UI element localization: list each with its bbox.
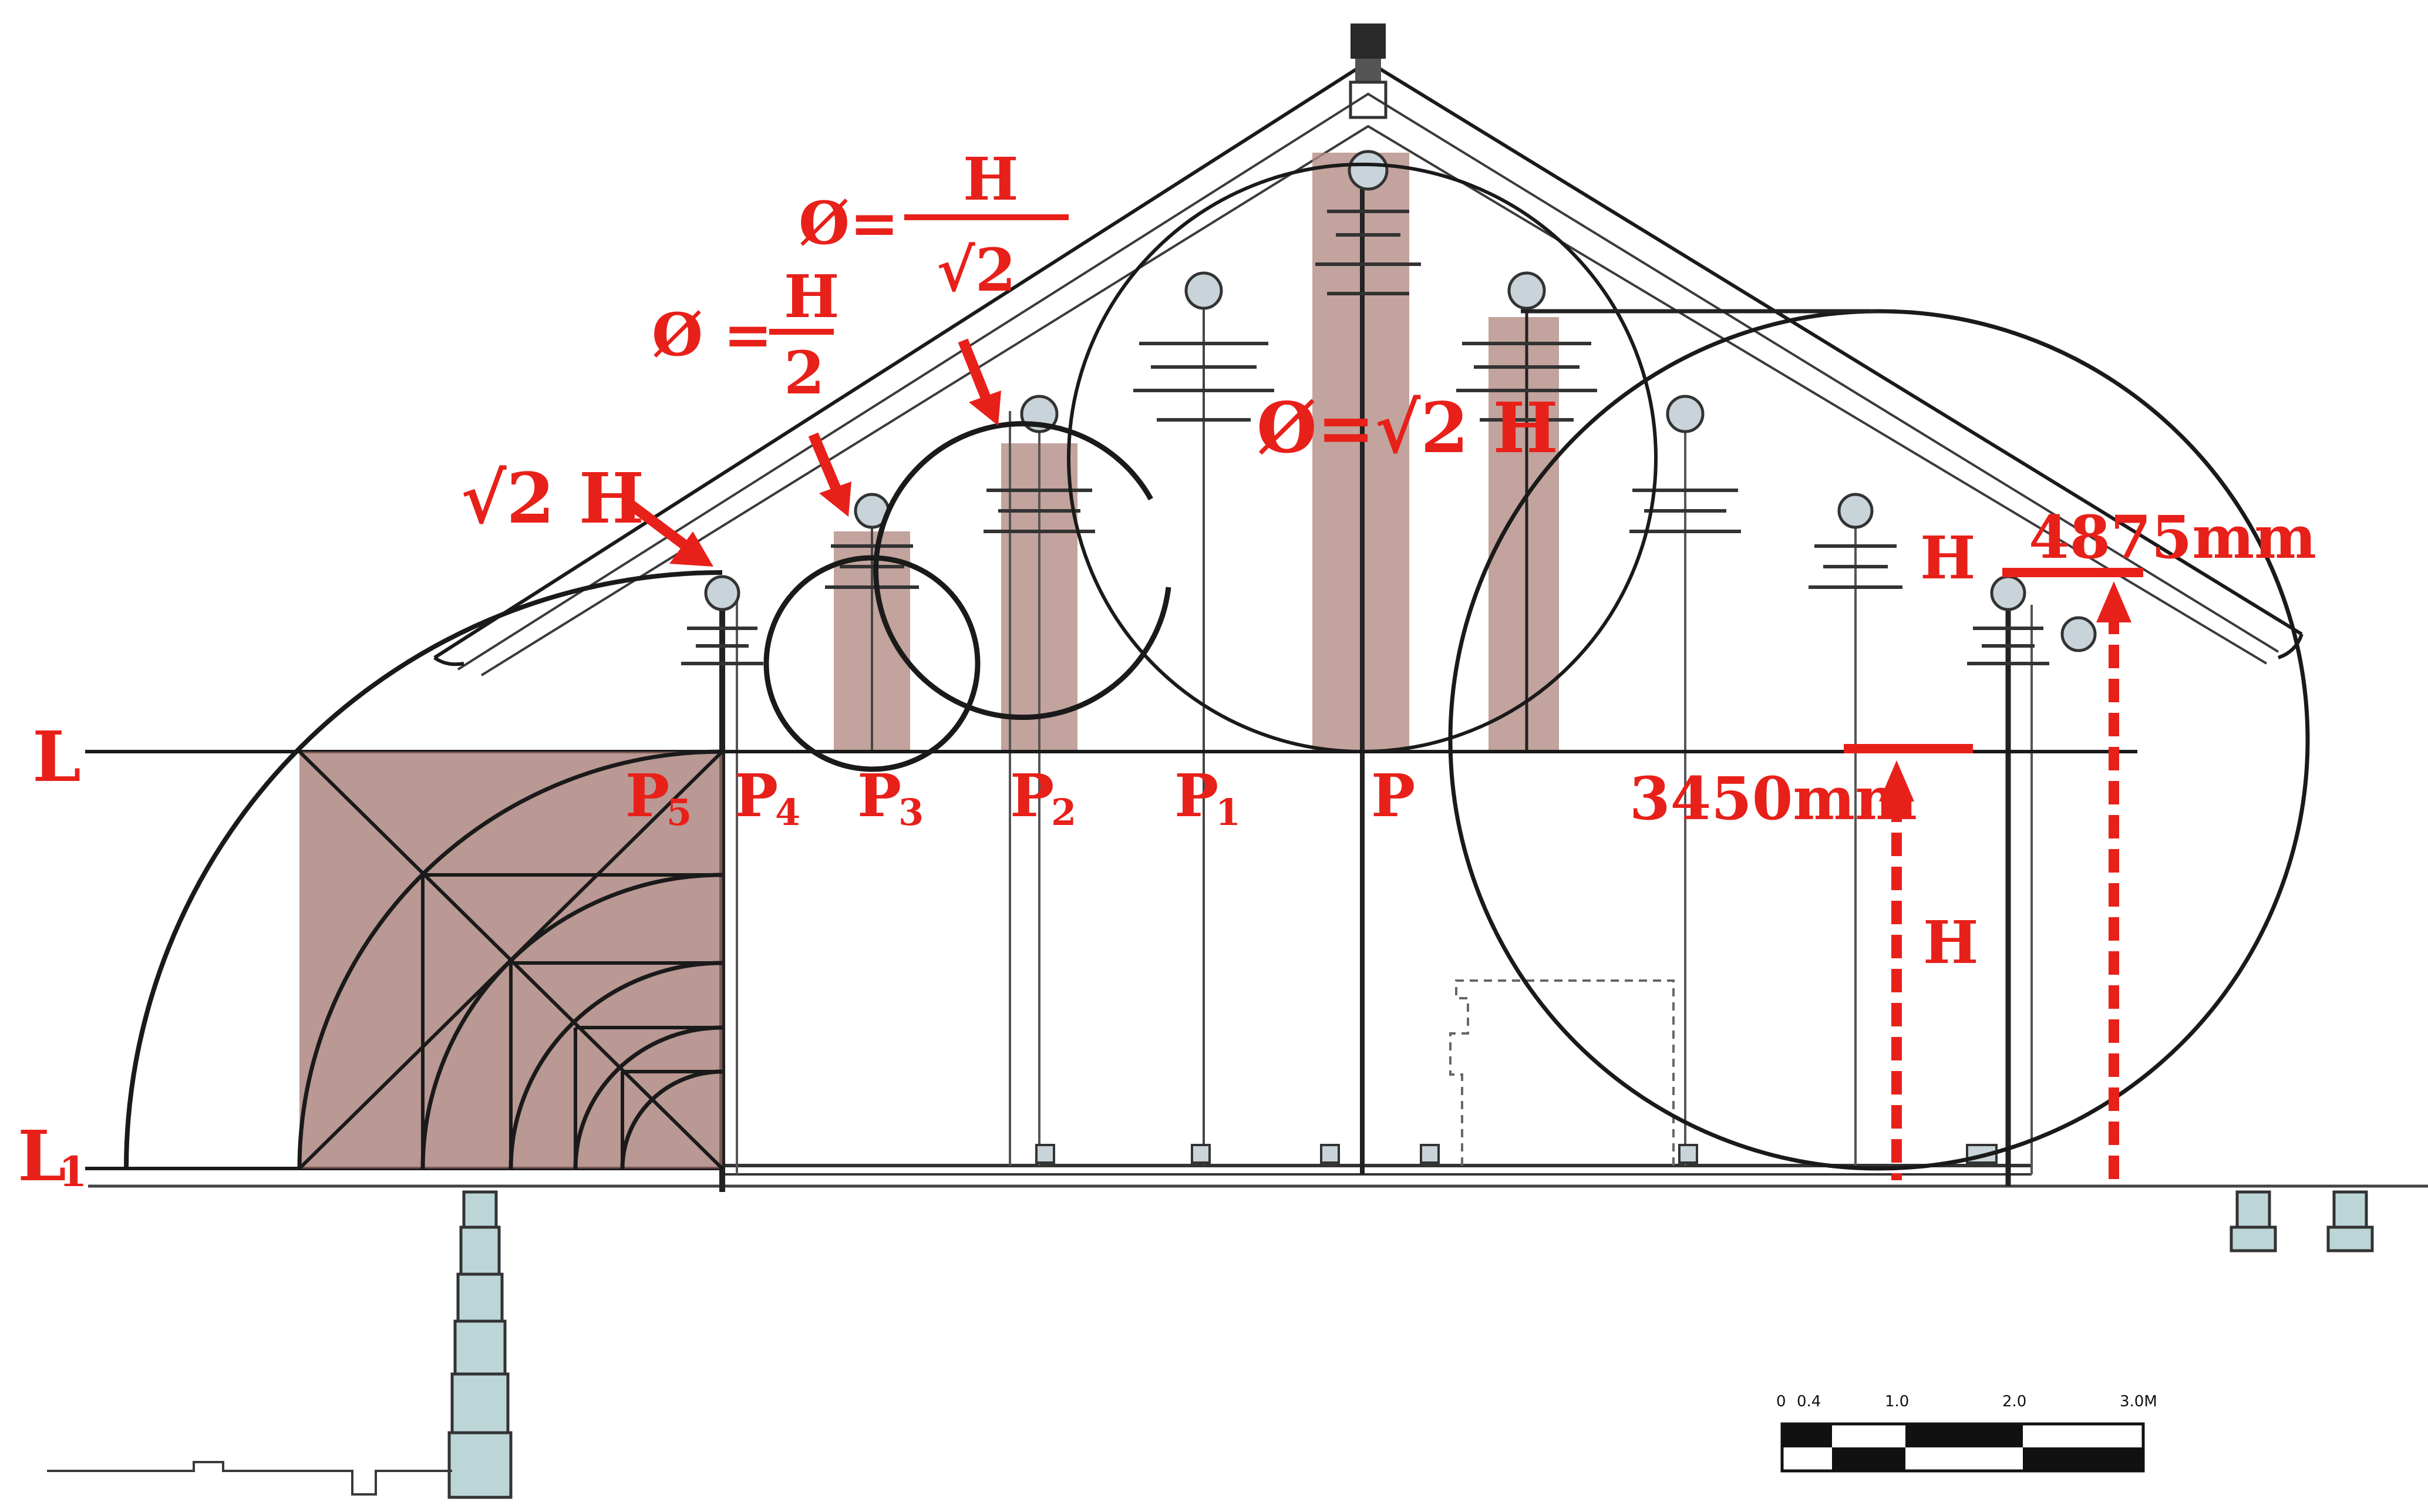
label-L: L xyxy=(32,716,81,797)
formula-phi-sqrt2h: Ø=√2 H xyxy=(1257,387,1558,469)
scale-tick-1-0: 1.0 xyxy=(1885,1393,1909,1410)
arrow-h-over-2 xyxy=(808,432,851,517)
large-arc xyxy=(124,570,723,1169)
scale-tick-2-0: 2.0 xyxy=(2002,1393,2026,1410)
arrow-h-over-sqrt2 xyxy=(958,338,1001,426)
foundation-pier xyxy=(47,1190,513,1499)
ridge-finial xyxy=(1349,23,1388,119)
vertical-posts xyxy=(719,153,2033,1192)
scale-tick-0-4: 0.4 xyxy=(1797,1393,1821,1410)
svg-text:P: P xyxy=(857,761,901,830)
phi-sqrt2h-text: Ø=√2 H xyxy=(1257,387,1558,469)
label-P2: P 2 xyxy=(1010,761,1076,834)
scale-tick-3-0: 3.0M xyxy=(2120,1393,2157,1410)
golden-square-construction xyxy=(297,749,724,1170)
label-P1: P 1 xyxy=(1174,761,1241,834)
dimension-4875-text: 4875mm xyxy=(2029,503,2316,572)
label-P4: P 4 xyxy=(734,761,800,834)
dimension-3450-text: 3450mm xyxy=(1629,764,1917,833)
formula-sqrt2h-left: √2 H xyxy=(461,457,644,539)
phi-half-lhs: Ø = xyxy=(652,300,773,369)
svg-text:P: P xyxy=(1174,761,1218,830)
floor-blocks xyxy=(1035,1144,1998,1164)
label-P5: P 5 xyxy=(625,761,692,834)
bracket-sets xyxy=(681,150,2097,665)
scale-tick-0: 0 xyxy=(1776,1393,1786,1410)
svg-text:1: 1 xyxy=(59,1147,87,1196)
phi-sqrt2-den: √2 xyxy=(937,235,1016,305)
svg-text:1: 1 xyxy=(1215,791,1241,834)
svg-text:P: P xyxy=(625,761,669,830)
label-H-lower: H xyxy=(1923,908,1978,977)
analysis-circles xyxy=(763,163,2310,1171)
sqrt2h-left-text: √2 H xyxy=(461,457,644,539)
formula-phi-h-over-sqrt2: Ø= H √2 xyxy=(799,144,1069,305)
red-annotations: √2 H Ø = H 2 Ø= H √2 Ø=√2 H L L 1 P xyxy=(18,144,2316,1197)
altar-outline xyxy=(1449,979,1675,1166)
label-H-upper: H xyxy=(1920,523,1975,592)
svg-text:P: P xyxy=(1010,761,1054,830)
phi-sqrt2-num: H xyxy=(963,144,1018,214)
circle-h-right xyxy=(1448,309,2310,1171)
phi-sqrt2-lhs: Ø= xyxy=(799,188,899,258)
circle-h-over-sqrt2 xyxy=(873,421,1171,720)
svg-text:2: 2 xyxy=(1051,791,1076,834)
dimension-4875 xyxy=(2002,568,2143,1180)
arrow-sqrt2h xyxy=(628,500,713,567)
phi-half-den: 2 xyxy=(784,338,825,408)
label-P: P xyxy=(1371,761,1415,830)
svg-text:P: P xyxy=(734,761,778,830)
ground-line xyxy=(88,1164,2428,1188)
label-L1: L 1 xyxy=(18,1115,87,1197)
right-steps xyxy=(2230,1190,2374,1252)
dimension-3450 xyxy=(1844,744,1973,1180)
svg-text:4: 4 xyxy=(775,791,800,834)
label-P3: P 3 xyxy=(857,761,924,834)
svg-text:L: L xyxy=(18,1115,66,1197)
phi-half-num: H xyxy=(784,262,839,331)
circle-sqrt2-h xyxy=(1067,163,1658,753)
svg-text:3: 3 xyxy=(898,791,924,834)
svg-text:5: 5 xyxy=(666,791,692,834)
formula-phi-h-over-2: Ø = H 2 xyxy=(652,262,839,408)
circle-h-over-2 xyxy=(763,555,981,772)
scale-bar: 0 0.4 1.0 2.0 3.0M xyxy=(1776,1393,2157,1473)
